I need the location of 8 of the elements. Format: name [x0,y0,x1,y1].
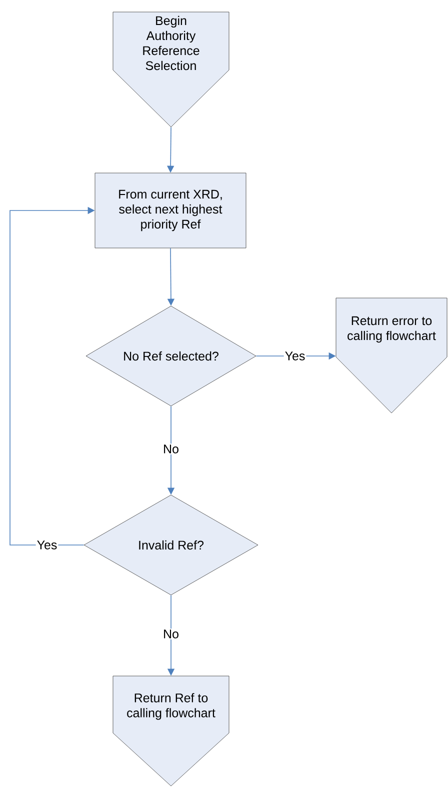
edge-label: No [164,630,178,638]
edge-label: No [164,444,178,454]
process-box: From current XRD, select next highest priority Ref [94,172,246,248]
off-page-connector: Return error to calling flowchart [336,298,448,414]
off-page-connector: Return Ref to calling flowchart [112,676,230,786]
off-page-connector: Begin Authority Reference Selection [112,12,230,128]
edge-label: Yes [37,540,57,550]
edge-label: Yes [285,352,305,360]
